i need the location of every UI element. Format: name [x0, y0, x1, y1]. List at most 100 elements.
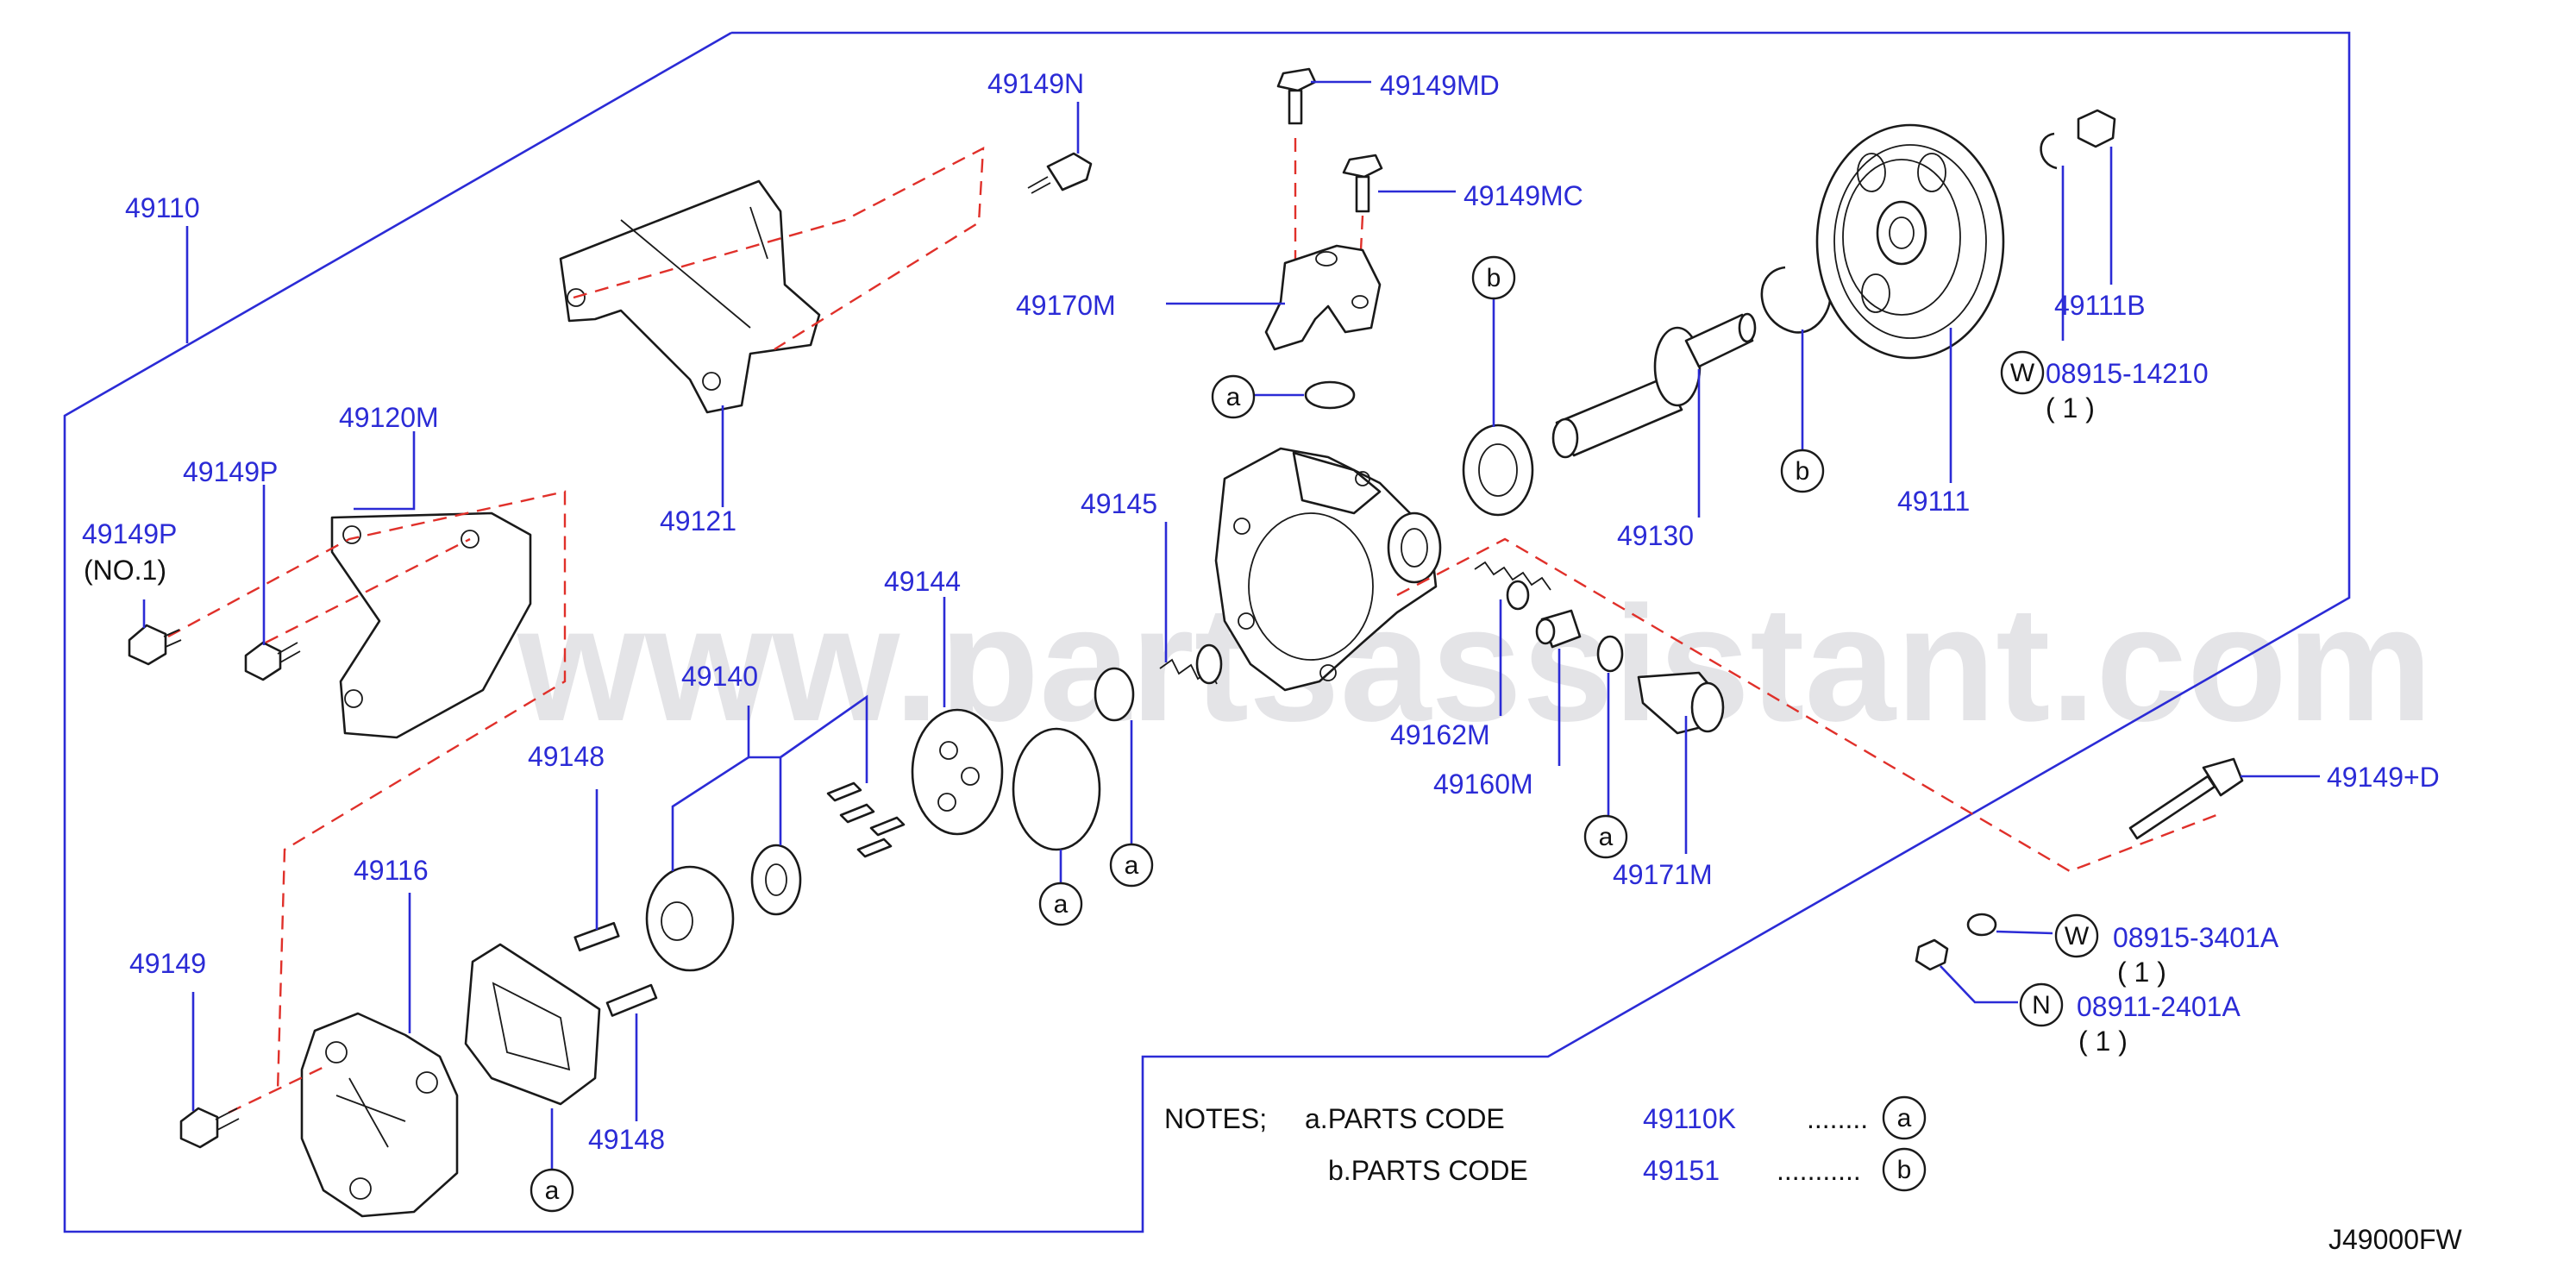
- pump-housing[interactable]: [1214, 447, 1442, 692]
- notes-title: NOTES;: [1164, 1103, 1267, 1134]
- label-08915-3401A: 08915-3401A: [2113, 922, 2279, 953]
- label-49149P-no1: 49149P: [82, 518, 177, 549]
- bolt-49149D[interactable]: [2128, 757, 2244, 840]
- label-08911-2401A-qty: ( 1 ): [2078, 1026, 2128, 1057]
- cover-49120M[interactable]: [330, 511, 532, 739]
- circle-a-oring: a: [1038, 882, 1083, 926]
- label-08915-3401A-qty: ( 1 ): [2117, 957, 2166, 988]
- spring-49162M[interactable]: [1474, 561, 1551, 611]
- label-49171M: 49171M: [1613, 859, 1713, 890]
- leader-08911-2401A: [1940, 965, 2018, 1004]
- bolt-dashed-guide: [265, 537, 471, 644]
- label-49120M: 49120M: [339, 402, 439, 433]
- label-49149N: 49149N: [987, 68, 1084, 99]
- bolt-49149P[interactable]: [244, 641, 301, 681]
- spring-49145[interactable]: [1159, 643, 1223, 685]
- label-49110: 49110: [125, 192, 200, 223]
- label-49144: 49144: [884, 566, 961, 597]
- bracket-49121[interactable]: [559, 179, 821, 414]
- circle-a-valve: a: [1583, 814, 1628, 859]
- label-49121: 49121: [660, 505, 736, 536]
- label-49140: 49140: [681, 661, 758, 692]
- notes-line-a-code: 49110K: [1643, 1103, 1736, 1134]
- label-49149MD: 49149MD: [1380, 70, 1500, 101]
- svg-text:a: a: [1897, 1104, 1912, 1133]
- notes-line-a-label: a.PARTS CODE: [1305, 1103, 1505, 1134]
- label-no1-note: (NO.1): [84, 555, 166, 586]
- pulley-49111[interactable]: [1815, 123, 2005, 360]
- o-ring-small[interactable]: [1094, 667, 1135, 722]
- label-49148-upper: 49148: [528, 741, 605, 772]
- o-ring-valve[interactable]: [1596, 635, 1624, 673]
- bracket-dashed-guide: [573, 146, 985, 351]
- pulley-clip[interactable]: [2040, 132, 2058, 170]
- label-49111B: 49111B: [2054, 290, 2146, 321]
- label-08911-2401A: 08911-2401A: [2077, 991, 2241, 1022]
- circle-a-upper: a: [1211, 374, 1256, 419]
- notes-line-a-dots: ........: [1807, 1103, 1868, 1134]
- bolt-49149N[interactable]: [1027, 152, 1093, 194]
- bolt-49149MD[interactable]: [1276, 67, 1317, 125]
- label-08915-14210-qty: ( 1 ): [2046, 392, 2095, 424]
- leader-49120M: [354, 431, 416, 511]
- notes-line-b-label: b.PARTS CODE: [1328, 1155, 1528, 1186]
- plug-49171M[interactable]: [1637, 671, 1725, 735]
- circle-w-14210: W: [2000, 350, 2045, 395]
- svg-text:b: b: [1897, 1156, 1912, 1184]
- cover-dashed-guide: [167, 490, 567, 1092]
- o-ring-upper[interactable]: [1304, 380, 1356, 410]
- notes-line-b-code: 49151: [1643, 1155, 1720, 1186]
- circle-a-gasket: a: [530, 1168, 574, 1213]
- svg-text:a: a: [1054, 890, 1069, 919]
- vanes[interactable]: [826, 781, 906, 858]
- svg-text:a: a: [1226, 383, 1241, 411]
- label-49145: 49145: [1081, 488, 1157, 519]
- svg-text:a: a: [1125, 851, 1139, 880]
- pulley-nut[interactable]: [2077, 109, 2116, 148]
- label-49162M: 49162M: [1390, 719, 1490, 750]
- notes-circle-b: b: [1882, 1147, 1927, 1192]
- nut-08911-2401A[interactable]: [1915, 938, 1949, 971]
- pin-49148-upper[interactable]: [573, 921, 620, 952]
- gasket[interactable]: [464, 943, 601, 1106]
- circle-n-2401A: N: [2019, 982, 2064, 1027]
- svg-text:b: b: [1487, 264, 1501, 292]
- washer-08915-3401A[interactable]: [1966, 913, 1997, 937]
- bolt-49149MC[interactable]: [1342, 154, 1383, 213]
- leader-49140-rotor: [749, 756, 782, 845]
- bolt-49149P-no1[interactable]: [128, 624, 182, 666]
- svg-text:W: W: [2010, 359, 2035, 387]
- diagram-code: J49000FW: [2328, 1224, 2463, 1255]
- label-49111: 49111: [1897, 486, 1970, 517]
- svg-text:a: a: [545, 1176, 560, 1205]
- o-ring-large[interactable]: [1012, 727, 1101, 851]
- cam-ring[interactable]: [645, 865, 735, 972]
- label-49148-lower: 49148: [588, 1124, 665, 1155]
- circle-b-ring: b: [1780, 449, 1825, 493]
- label-49160M: 49160M: [1433, 769, 1533, 800]
- notes-line-b-dots: ...........: [1777, 1155, 1861, 1186]
- circle-b-seal: b: [1471, 255, 1516, 300]
- label-49130: 49130: [1617, 520, 1694, 551]
- circle-w-3401A: W: [2054, 913, 2099, 958]
- leader-49140-vanes: [780, 694, 868, 783]
- label-49116: 49116: [354, 855, 429, 886]
- watermark-text: www.partsassistant.com: [517, 573, 2433, 756]
- rear-housing-49116[interactable]: [300, 1012, 459, 1218]
- connector-49170M[interactable]: [1264, 244, 1382, 351]
- leader-08915-3401A: [1996, 930, 2053, 935]
- cover-49144[interactable]: [911, 708, 1004, 836]
- snap-ring[interactable]: [1760, 266, 1832, 334]
- notes-circle-a: a: [1882, 1095, 1927, 1140]
- rotor[interactable]: [750, 844, 802, 916]
- label-08915-14210: 08915-14210: [2046, 358, 2209, 389]
- oil-seal[interactable]: [1462, 424, 1534, 517]
- housing-dashed-guide: [1396, 537, 2217, 873]
- leader-49140-ring: [671, 706, 750, 871]
- bolt-49149[interactable]: [179, 1107, 240, 1149]
- shaft-49130[interactable]: [1551, 312, 1757, 459]
- valve-49160M[interactable]: [1535, 609, 1582, 649]
- pin-49148-lower[interactable]: [605, 983, 658, 1017]
